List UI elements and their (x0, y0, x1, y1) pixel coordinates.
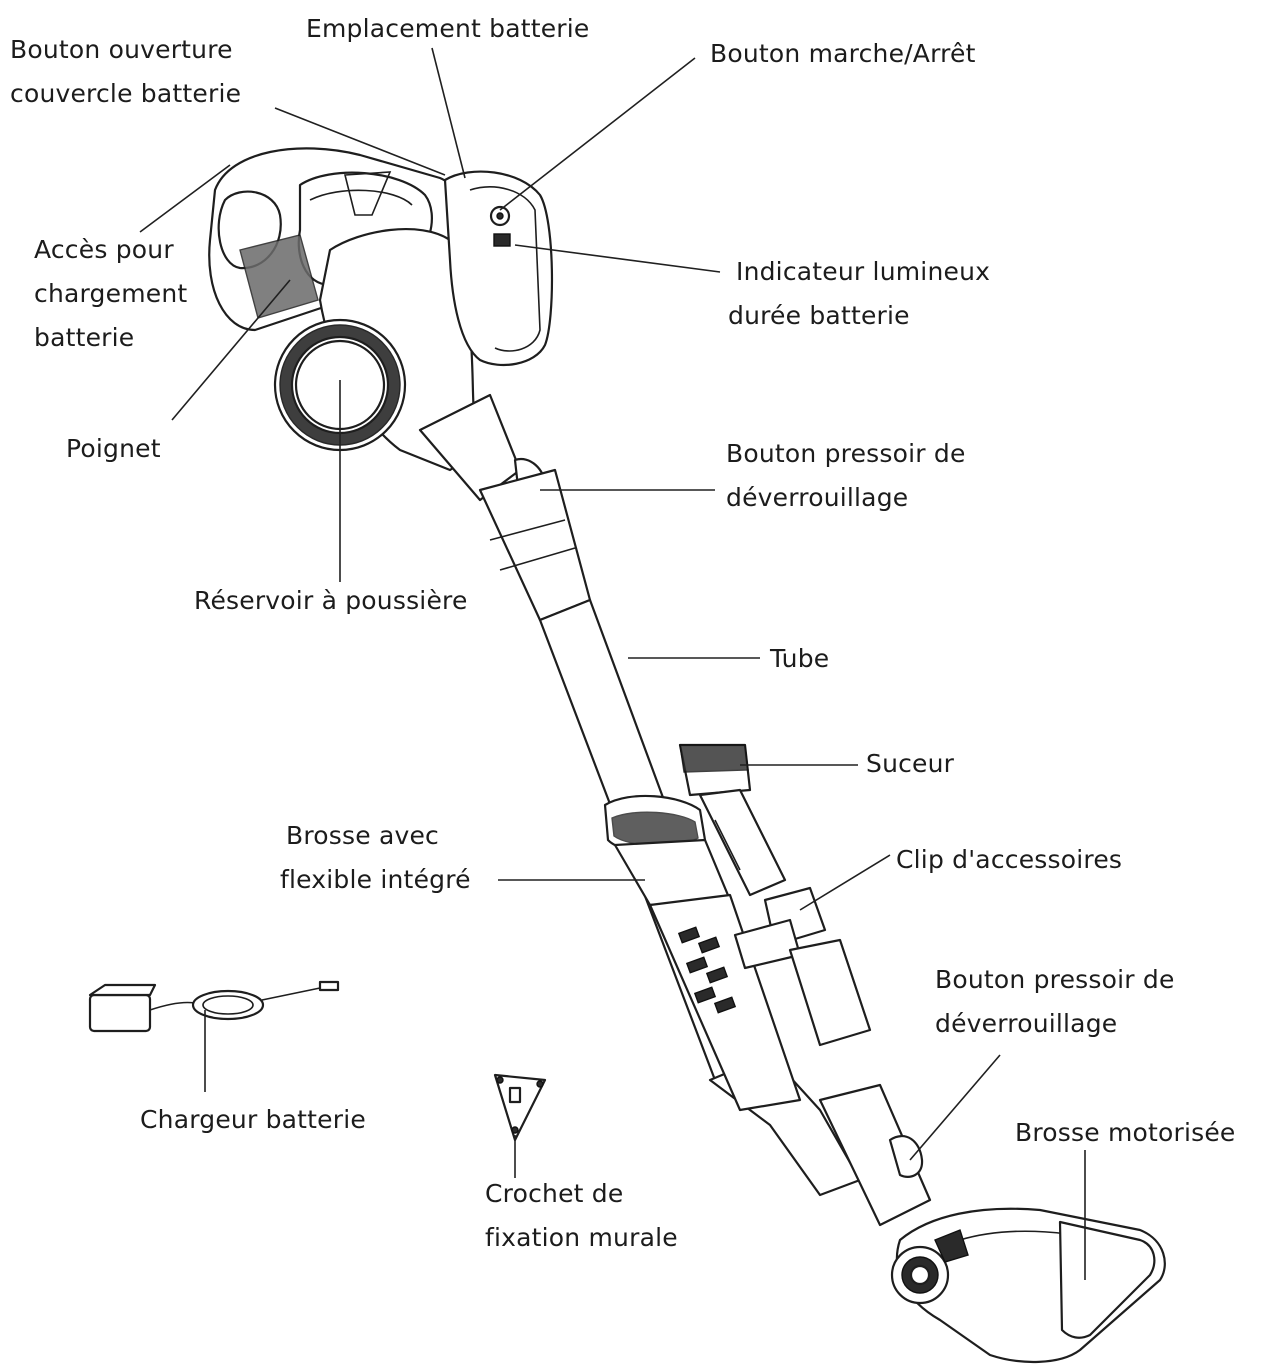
accessory-clip (733, 886, 872, 1047)
label-line: Accès pour (34, 235, 174, 264)
label-line: Suceur (866, 749, 955, 778)
label-flex-brush: Brosse avec flexible intégré (280, 814, 471, 902)
flex-grip (677, 926, 737, 1014)
label-dust-reservoir: Réservoir à poussière (194, 579, 468, 623)
label-line: Bouton marche/Arrêt (710, 39, 976, 68)
label-line: flexible intégré (280, 865, 471, 894)
label-line: Tube (770, 644, 830, 673)
label-motorized-brush: Brosse motorisée (1015, 1111, 1236, 1155)
vacuum-body (208, 147, 554, 514)
label-line: Brosse avec (286, 821, 439, 850)
label-tube: Tube (770, 637, 829, 681)
label-battery-cover-button: Bouton ouverture couvercle batterie (10, 28, 241, 116)
label-line: Crochet de (485, 1179, 624, 1208)
label-release-button-1: Bouton pressoir de déverrouillage (726, 432, 966, 520)
label-line: couvercle batterie (10, 79, 242, 108)
label-line: Brosse motorisée (1015, 1118, 1236, 1147)
label-line: déverrouillage (935, 1009, 1118, 1038)
label-line: Bouton pressoir de (726, 439, 966, 468)
label-release-button-2: Bouton pressoir de déverrouillage (935, 958, 1175, 1046)
label-line: Emplacement batterie (306, 14, 590, 43)
label-charger: Chargeur batterie (140, 1098, 366, 1142)
label-battery-indicator: Indicateur lumineux durée batterie (728, 250, 990, 338)
label-battery-slot: Emplacement batterie (306, 7, 590, 51)
label-line: Poignet (66, 434, 161, 463)
label-line: Chargeur batterie (140, 1105, 366, 1134)
leader-lines (139, 47, 1086, 1280)
label-line: durée batterie (728, 301, 910, 330)
label-accessory-clip: Clip d'accessoires (896, 838, 1122, 882)
label-line: batterie (34, 323, 135, 352)
flex-brush (603, 794, 802, 1112)
label-wall-hook: Crochet de fixation murale (485, 1172, 678, 1260)
label-line: Indicateur lumineux (736, 257, 991, 286)
wall-hook (493, 1073, 547, 1142)
label-line: fixation murale (485, 1223, 678, 1252)
label-line: Bouton ouverture (10, 35, 233, 64)
crevice-tool (678, 743, 787, 897)
label-line: déverrouillage (726, 483, 909, 512)
label-line: chargement (34, 279, 188, 308)
label-charging-access: Accès pour chargement batterie (34, 228, 187, 360)
label-line: Clip d'accessoires (896, 845, 1123, 874)
label-line: Bouton pressoir de (935, 965, 1175, 994)
label-power-button: Bouton marche/Arrêt (710, 32, 976, 76)
label-handle: Poignet (66, 427, 161, 471)
charger (88, 980, 340, 1033)
motorized-brush (890, 1207, 1166, 1363)
label-line: Réservoir à poussière (194, 586, 468, 615)
label-crevice-tool: Suceur (866, 742, 954, 786)
